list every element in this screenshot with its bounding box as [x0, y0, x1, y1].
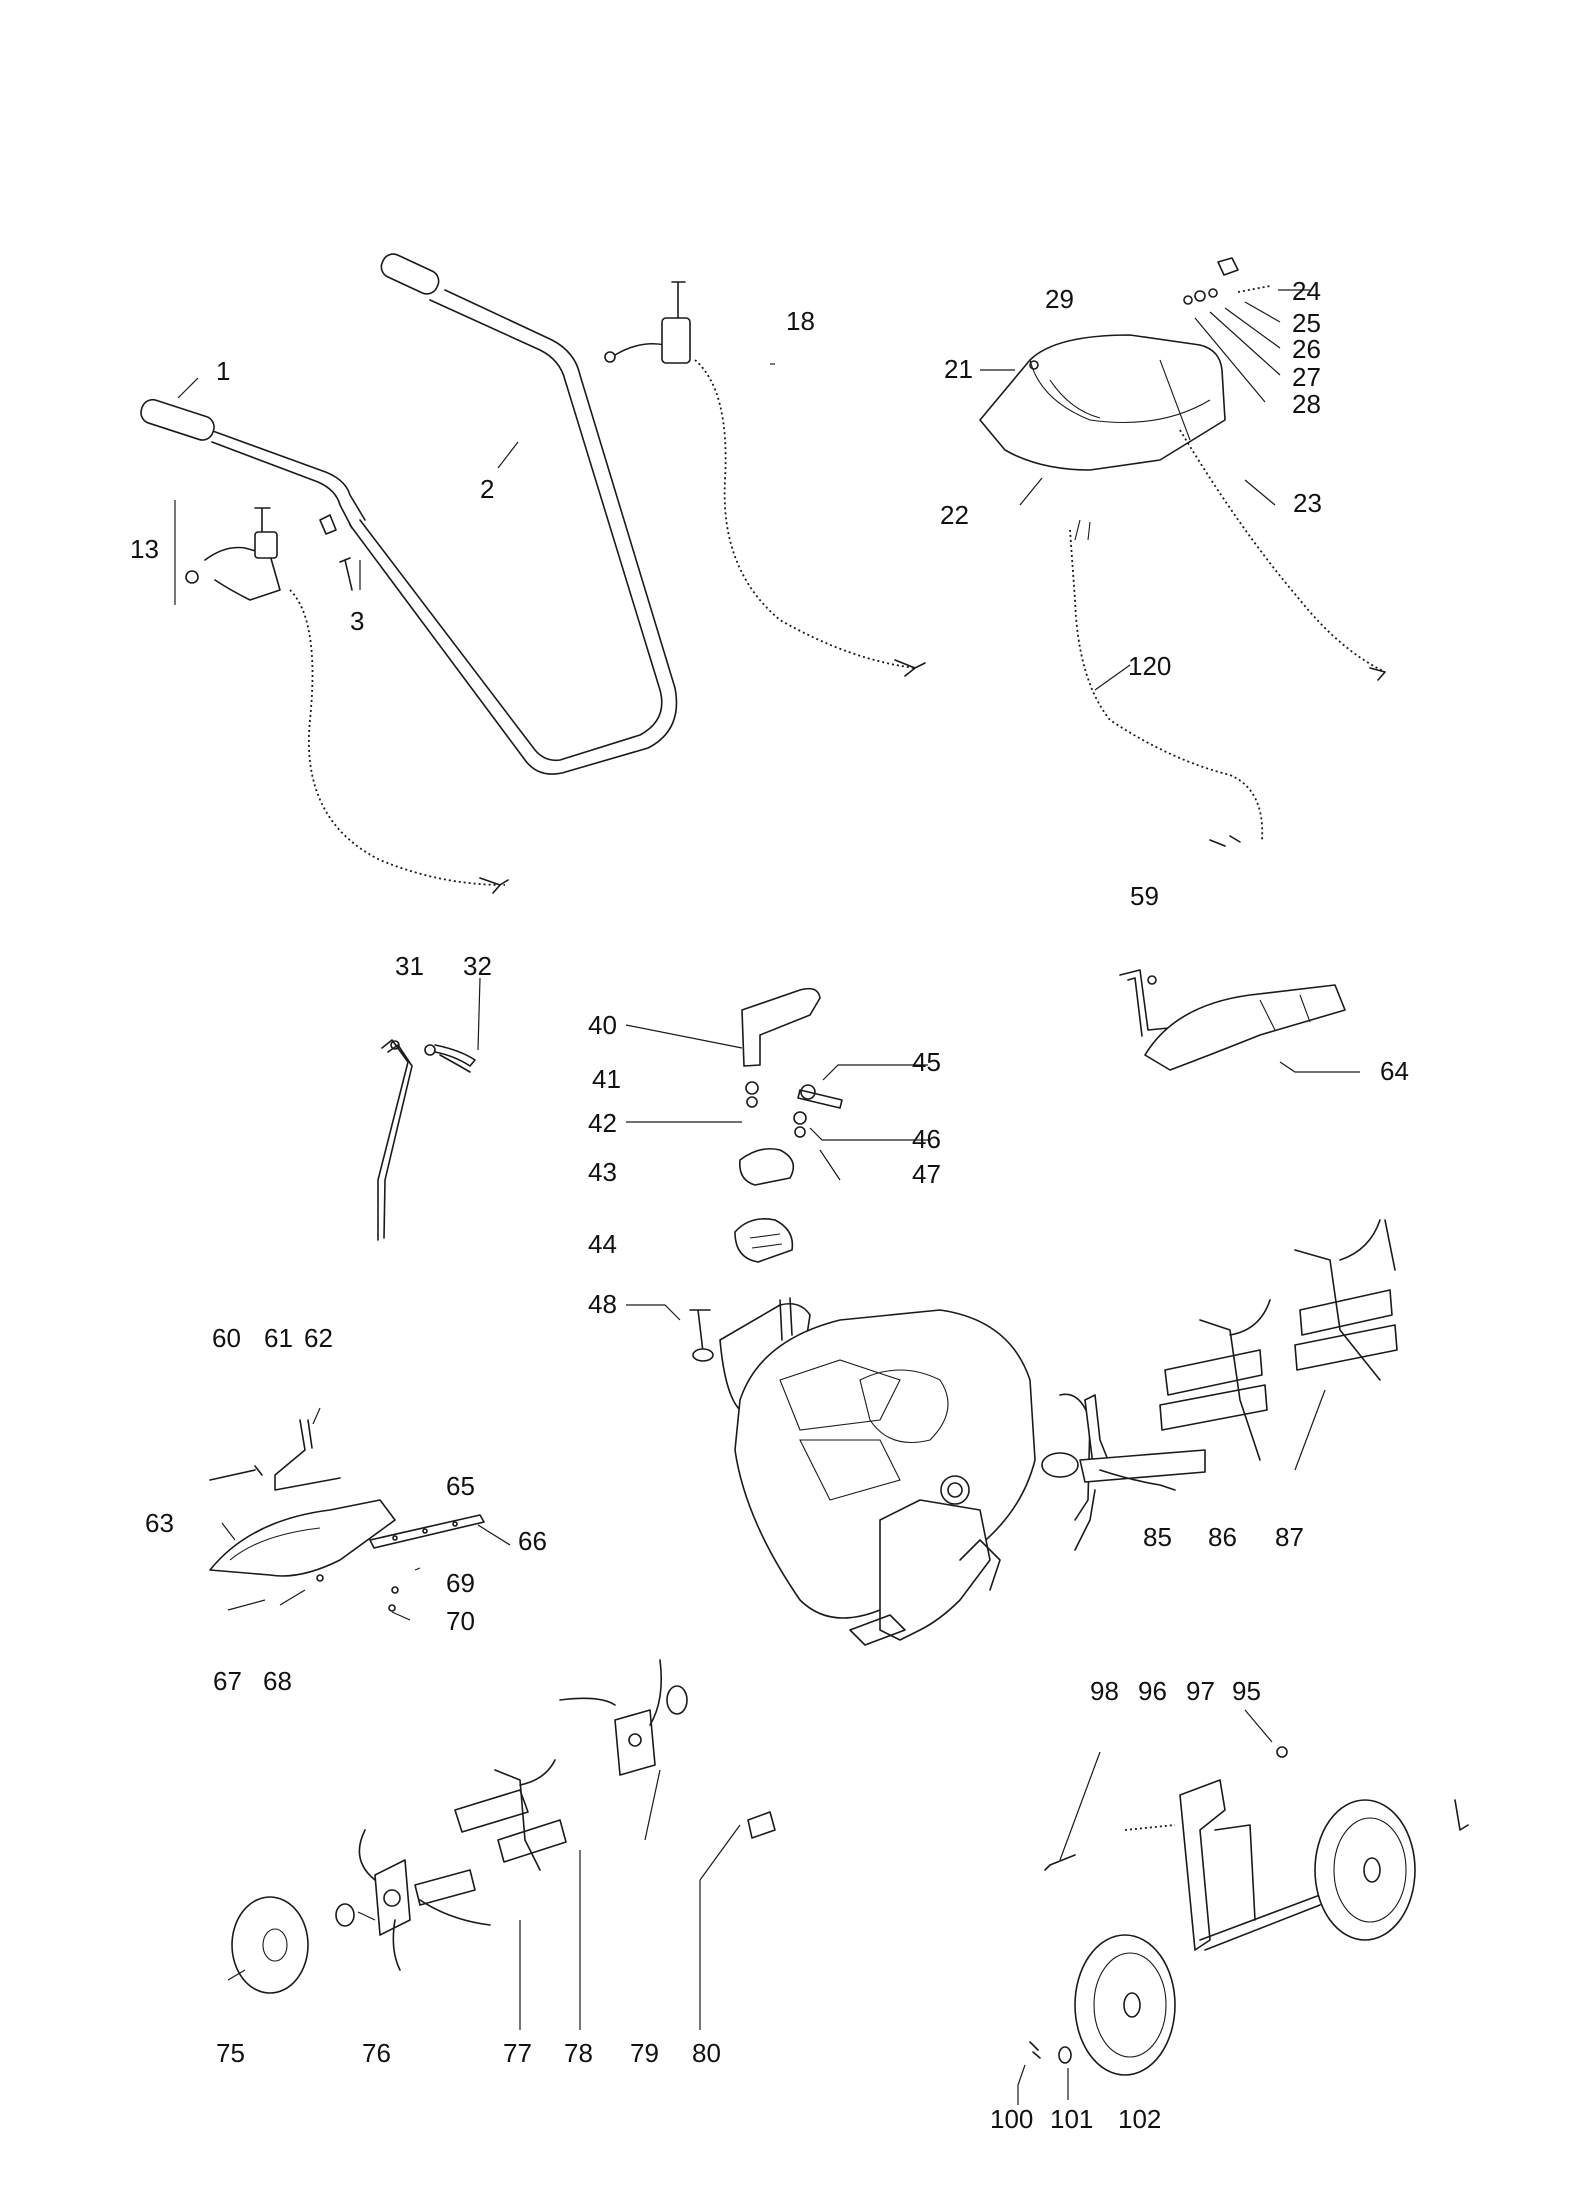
label-2: 2: [480, 474, 494, 504]
wheel-assembly: [1029, 1746, 1469, 2076]
label-68: 68: [263, 1666, 292, 1696]
label-102: 102: [1118, 2104, 1161, 2134]
label-97: 97: [1186, 1676, 1215, 1706]
label-77: 77: [503, 2038, 532, 2068]
label-61: 61: [264, 1323, 293, 1353]
label-25: 25: [1292, 308, 1321, 338]
callout-labels: 1 2 3 13 18 21 22 23 24 25 26 27 28 29 5…: [130, 276, 1409, 2134]
label-42: 42: [588, 1108, 617, 1138]
label-31: 31: [395, 951, 424, 981]
label-96: 96: [1138, 1676, 1167, 1706]
label-60: 60: [212, 1323, 241, 1353]
label-86: 86: [1208, 1522, 1237, 1552]
label-48: 48: [588, 1289, 617, 1319]
label-28: 28: [1292, 389, 1321, 419]
label-18: 18: [786, 306, 815, 336]
label-98: 98: [1090, 1676, 1119, 1706]
rear-guard-assembly: [1119, 969, 1346, 1071]
label-29: 29: [1045, 284, 1074, 314]
label-1: 1: [216, 356, 230, 386]
label-95: 95: [1232, 1676, 1261, 1706]
label-87: 87: [1275, 1522, 1304, 1552]
label-100: 100: [990, 2104, 1033, 2134]
leader-lines: [174, 289, 1360, 2105]
engine-gearbox-body: [719, 1297, 1036, 1646]
label-27: 27: [1292, 362, 1321, 392]
throttle-lever-assembly: [604, 281, 926, 677]
label-120: 120: [1128, 651, 1171, 681]
label-79: 79: [630, 2038, 659, 2068]
left-hood-assembly: [209, 1419, 485, 1612]
label-23: 23: [1293, 488, 1322, 518]
label-13: 13: [130, 534, 159, 564]
label-66: 66: [518, 1526, 547, 1556]
label-69: 69: [446, 1568, 475, 1598]
label-70: 70: [446, 1606, 475, 1636]
center-pedal-stack: [689, 987, 843, 1362]
label-65: 65: [446, 1471, 475, 1501]
label-43: 43: [588, 1157, 617, 1187]
label-24: 24: [1292, 276, 1321, 306]
label-64: 64: [1380, 1056, 1409, 1086]
label-62: 62: [304, 1323, 333, 1353]
label-75: 75: [216, 2038, 245, 2068]
label-41: 41: [592, 1064, 621, 1094]
label-85: 85: [1143, 1522, 1172, 1552]
label-78: 78: [564, 2038, 593, 2068]
label-80: 80: [692, 2038, 721, 2068]
label-22: 22: [940, 500, 969, 530]
label-101: 101: [1050, 2104, 1093, 2134]
label-59: 59: [1130, 881, 1159, 911]
label-67: 67: [213, 1666, 242, 1696]
label-46: 46: [912, 1124, 941, 1154]
label-21: 21: [944, 354, 973, 384]
left-tine-assembly: [231, 1659, 776, 1994]
right-tine-assembly: [1041, 1219, 1398, 1551]
label-3: 3: [350, 606, 364, 636]
label-44: 44: [588, 1229, 617, 1259]
engine-cover-assembly: [979, 257, 1386, 847]
label-26: 26: [1292, 334, 1321, 364]
label-45: 45: [912, 1047, 941, 1077]
label-47: 47: [912, 1159, 941, 1189]
depth-rod-assembly: [377, 1039, 476, 1241]
label-63: 63: [145, 1508, 174, 1538]
label-40: 40: [588, 1010, 617, 1040]
handlebar-assembly: [140, 253, 678, 894]
label-32: 32: [463, 951, 492, 981]
label-76: 76: [362, 2038, 391, 2068]
